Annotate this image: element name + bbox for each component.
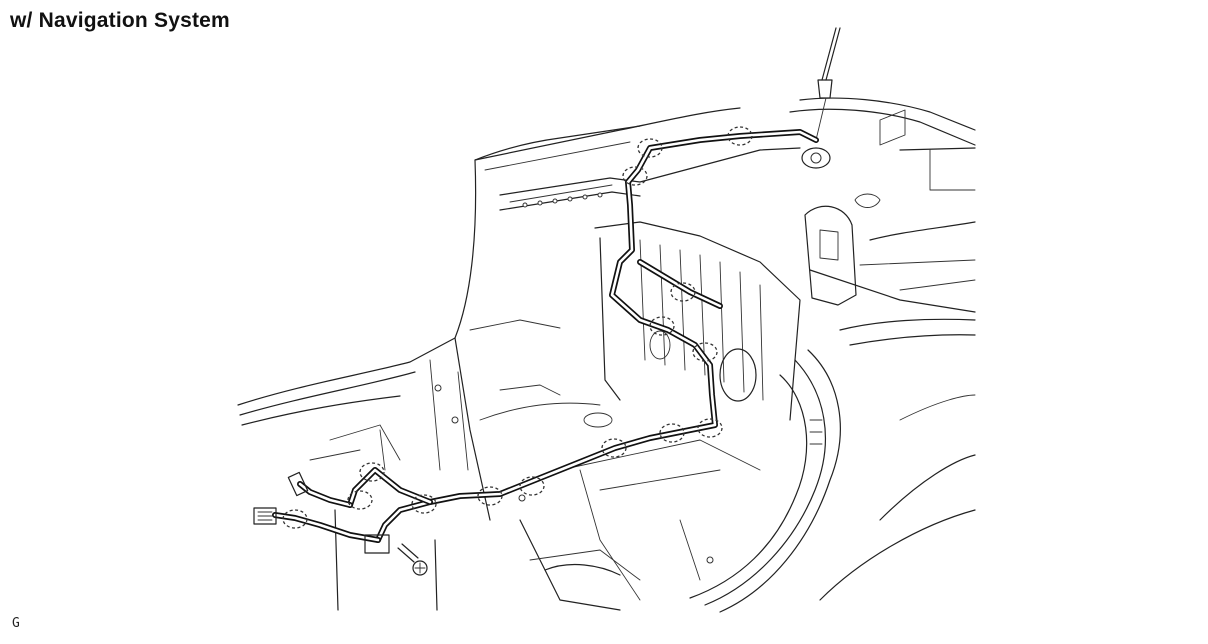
connectors xyxy=(253,471,390,554)
clamp-marker xyxy=(692,342,718,362)
figure-code: G xyxy=(12,616,20,631)
clamp-marker xyxy=(347,490,373,510)
clamp-marker xyxy=(637,138,663,158)
clamp-marker xyxy=(659,423,685,443)
clamp-marker xyxy=(411,494,437,514)
clamp-marker xyxy=(601,438,627,458)
package-tray xyxy=(499,97,976,313)
wheel-house xyxy=(689,318,976,613)
clamp-marker xyxy=(282,509,308,529)
clamp-marker xyxy=(622,166,648,186)
clamp-marker xyxy=(477,486,503,506)
antenna xyxy=(801,27,841,169)
left-quarter-panel xyxy=(237,107,741,611)
bolt-icon xyxy=(397,543,428,576)
clamp-marker xyxy=(359,462,385,482)
clamp-marker xyxy=(697,418,723,438)
clamp-marker xyxy=(649,316,675,336)
clamp-marker xyxy=(670,282,696,302)
clamp-marker xyxy=(519,476,545,496)
diagram-title: w/ Navigation System xyxy=(10,9,230,32)
antenna-cord-harness xyxy=(272,129,819,543)
trunk-floor xyxy=(309,384,761,611)
clamp-marker xyxy=(727,126,753,146)
clamp-locations xyxy=(282,126,753,529)
